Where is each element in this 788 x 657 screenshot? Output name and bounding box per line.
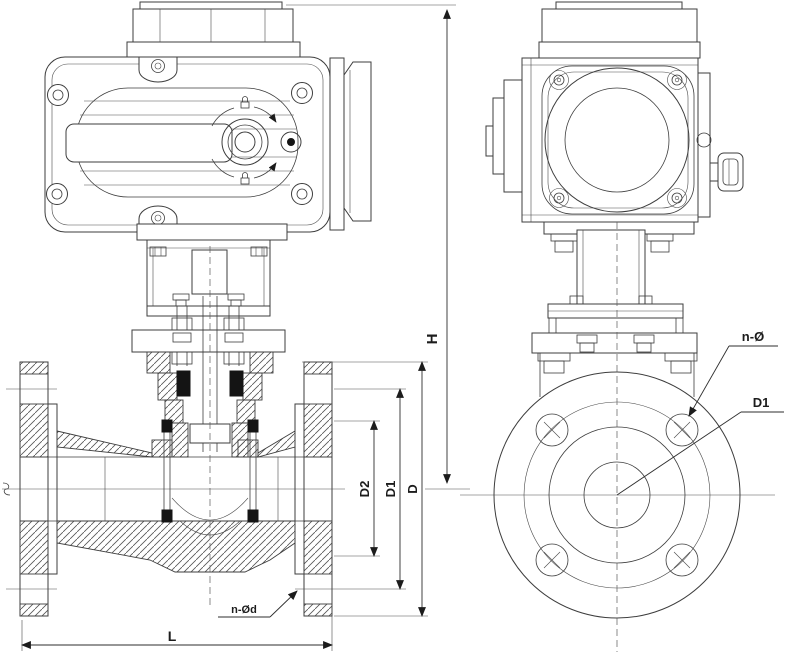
dial-side-outer [544,67,690,213]
actuator-body-side [485,57,744,253]
leader-n-o-side: n-Ø [688,329,778,417]
dimensions: H D2 D1 D L [21,4,784,651]
ball-seats [161,419,259,523]
dimension-D1: D1 [383,388,404,590]
mounting-plate-side [531,332,698,397]
flange-bolt-holes [535,413,699,577]
bonnet-section [146,296,274,458]
dim-label-D: D [405,484,420,493]
leader-n-od-front: n-Ød [218,590,298,618]
dim-label-n-o-side: n-Ø [742,329,764,344]
dim-label-H: H [424,334,441,345]
dim-label-D1-side: D1 [753,395,770,410]
actuator-top-box-side [538,1,701,59]
dimension-L: L [21,572,333,651]
indicator-button [280,131,302,153]
break-symbol [2,482,11,496]
actuator-base-front [136,223,288,241]
yoke-bracket-front [146,239,271,317]
cover-screws [549,70,687,208]
actuator-top-box-front [126,1,301,58]
leader-D1-side: D1 [616,395,784,496]
unlock-icon-bottom [240,172,250,185]
side-view [460,1,775,652]
dim-label-D1: D1 [383,481,398,498]
terminal-bracket-side [485,79,523,193]
dim-label-D2: D2 [357,481,372,498]
centerlines-front [2,246,345,608]
corner-mount-holes [46,82,313,205]
top-wall-left [56,430,153,458]
mounting-plate-front [131,306,286,366]
handle-recess [65,123,233,163]
valve-body-front [6,361,333,617]
rotation-arrows [211,106,277,179]
dimension-D2: D2 [357,420,378,557]
cable-connector [709,152,744,192]
dim-label-n-od-front: n-Ød [231,604,257,616]
manual-override-dial [211,96,277,185]
dial-side-inner [564,87,670,193]
packing-seal-right [229,370,244,397]
front-view [2,1,372,617]
bottom-wall [56,520,296,573]
dimension-D: D [405,361,426,617]
stem-coupling [191,249,228,295]
actuator-body-front [44,56,372,242]
yoke-bracket-side [547,229,684,333]
top-wall-right [257,430,296,458]
actuator-side-housing [329,57,372,231]
flange-face-view [460,222,775,652]
dimension-H: H [286,4,470,490]
packing-seal-left [176,370,191,397]
ball-curve [171,497,249,521]
lock-icon-top [240,96,250,109]
dim-label-L: L [168,628,177,644]
